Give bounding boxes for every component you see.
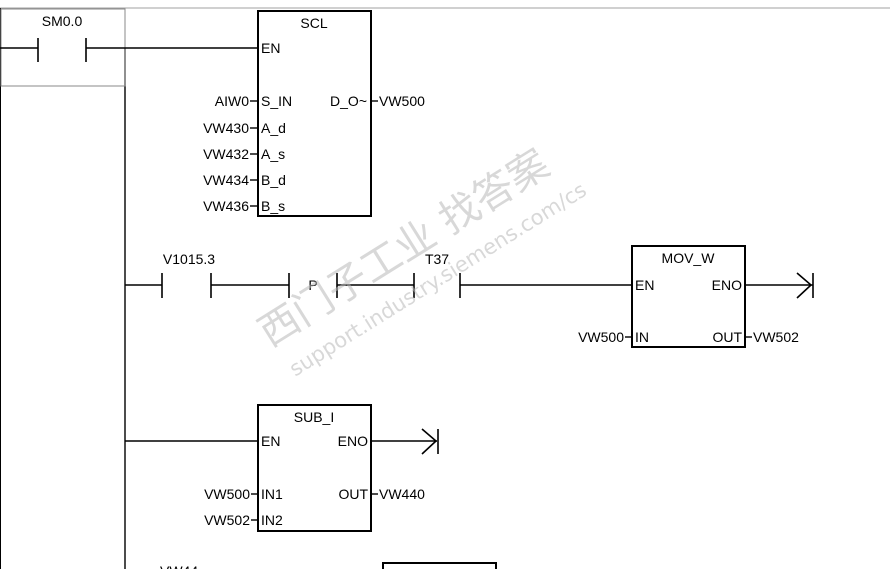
contact-t37-label: T37 [425,251,449,267]
mov-w-box-frame [631,245,746,348]
scl-input-row: AIW0 S_IN [215,93,292,109]
contact-sm00-label: SM0.0 [42,13,83,29]
scl-output-pin: D_O~ [330,93,367,109]
rung3: SUB_I EN ENO VW500 IN1 VW502 IN2 OUT VW4… [125,404,439,532]
scl-input-var: VW436 [203,198,249,214]
scl-input-row: VW436 B_s [203,198,285,214]
sub-i-out-pin: OUT [338,486,368,502]
mov-w-title: MOV_W [662,250,716,266]
scl-input-row: VW432 A_s [203,146,285,162]
contact-v10153[interactable]: V1015.3 [161,251,215,298]
sub-i-in1-var: VW500 [204,486,250,502]
mov-w-en-pin: EN [635,277,654,293]
eno-arrow-icon [745,272,814,299]
scl-input-var: VW432 [203,146,249,162]
scl-input-pin: S_IN [261,93,292,109]
sub-i-title: SUB_I [294,409,334,425]
scl-output-var: VW500 [379,93,425,109]
sub-i-in2-var: VW502 [204,512,250,528]
scl-input-pin: B_s [261,198,285,214]
scl-input-var: AIW0 [215,93,249,109]
sub-i-in1-pin: IN1 [261,486,283,502]
scl-input-row: VW430 A_d [203,120,286,136]
mov-w-in-var: VW500 [578,329,624,345]
scl-input-var: VW434 [203,172,249,188]
rung4-partial: VW44 [160,562,497,569]
mov-w-out-var: VW502 [753,329,799,345]
scl-box[interactable]: SCL EN AIW0 S_IN VW430 A_d VW432 A_s VW4… [203,10,425,217]
cutoff-box-frame [382,562,497,569]
scl-en-pin: EN [261,40,280,56]
sub-i-en-pin: EN [261,433,280,449]
mov-w-in-pin: IN [635,329,649,345]
scl-input-pin: A_d [261,120,286,136]
scl-input-var: VW430 [203,120,249,136]
contact-sm00[interactable]: SM0.0 [0,8,126,87]
scl-input-pin: A_s [261,146,285,162]
scl-box-frame [257,10,372,217]
edge-label: P [308,277,317,293]
sub-i-in2-pin: IN2 [261,512,283,528]
mov-w-eno-pin: ENO [712,277,742,293]
scl-title: SCL [300,15,327,31]
eno-arrow-icon [371,428,439,455]
sub-i-eno-pin: ENO [338,433,368,449]
scl-input-row: VW434 B_d [203,172,286,188]
sub-i-box[interactable]: SUB_I EN ENO VW500 IN1 VW502 IN2 OUT VW4… [204,404,425,532]
cutoff-contact-label: VW44 [160,563,198,569]
rung2: V1015.3 P T37 MOV_W EN ENO VW500 IN OUT [125,245,814,348]
scl-input-pin: B_d [261,172,286,188]
mov-w-out-pin: OUT [712,329,742,345]
sub-i-out-var: VW440 [379,486,425,502]
sub-i-box-frame [257,404,372,532]
contact-v10153-label: V1015.3 [163,251,215,267]
mov-w-box[interactable]: MOV_W EN ENO VW500 IN OUT VW502 [578,245,799,348]
